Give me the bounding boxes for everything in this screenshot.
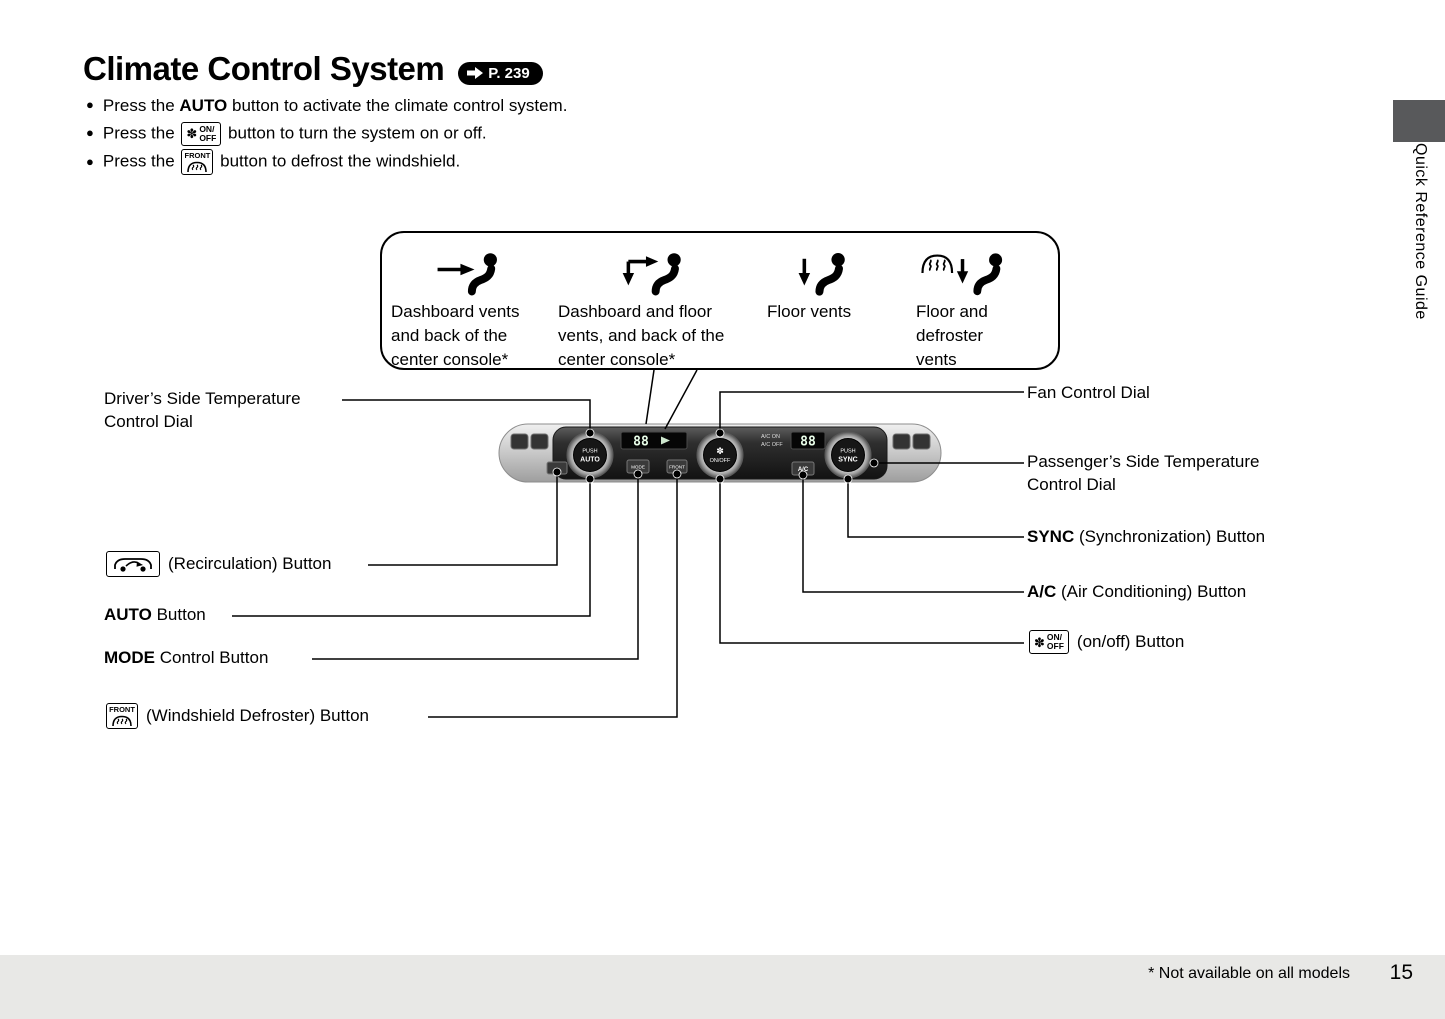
defrost-glyph bbox=[187, 161, 208, 172]
seat-heater-buttons-right bbox=[892, 433, 931, 450]
vent-mode-label: Dashboard and floor vents, and back of t… bbox=[558, 302, 725, 369]
svg-text:AUTO: AUTO bbox=[580, 457, 600, 464]
section-label: Quick Reference Guide bbox=[1412, 143, 1429, 320]
callout-driver-temp-dial: Driver’s Side Temperature Control Dial bbox=[104, 388, 349, 434]
driver-temp-dial: PUSH AUTO bbox=[566, 431, 614, 479]
callout-keyword: SYNC bbox=[1027, 527, 1075, 546]
callout-label: (Recirculation) Button bbox=[168, 553, 332, 573]
bullet-text: Press the FRONT button to defrost the wi… bbox=[103, 149, 460, 175]
fan-on-off-icon: ✽ ON/OFF bbox=[1029, 630, 1069, 654]
dashboard-vents-icon bbox=[391, 245, 551, 297]
passenger-temp-dial: PUSH SYNC bbox=[824, 431, 872, 479]
seat-heater-buttons-left bbox=[510, 433, 549, 450]
on-off-text: ON/OFF bbox=[1046, 632, 1064, 651]
bullet-icon: ● bbox=[86, 97, 94, 112]
page-reference-badge[interactable]: P. 239 bbox=[458, 61, 543, 85]
bullet-defrost: ● Press the FRONT button to defrost the … bbox=[86, 149, 567, 175]
svg-text:MODE: MODE bbox=[631, 465, 645, 470]
svg-text:A/C: A/C bbox=[798, 467, 809, 473]
callout-sync-button: SYNC (Synchronization) Button bbox=[1027, 526, 1265, 549]
page-number: 15 bbox=[1389, 961, 1413, 984]
vent-mode-label: Floor and defroster vents bbox=[916, 302, 988, 369]
fan-icon: ✽ bbox=[186, 126, 198, 141]
section-tab bbox=[1393, 100, 1445, 142]
fan-on-off-icon: ✽ON/OFF bbox=[181, 121, 222, 146]
fan-control-dial: ✽ ON/OFF bbox=[696, 431, 744, 479]
display-mode-indicator bbox=[661, 436, 670, 445]
page-title: Climate Control System bbox=[83, 50, 445, 87]
vent-mode-floor-defrost: Floor and defroster vents bbox=[916, 245, 1016, 371]
front-defroster-button: FRONT bbox=[666, 459, 688, 474]
callout-label: (Windshield Defroster) Button bbox=[146, 705, 369, 725]
page-reference-text: P. 239 bbox=[488, 64, 530, 82]
bullet-text: Press the AUTO button to activate the cl… bbox=[102, 95, 568, 115]
svg-text:A/C ON: A/C ON bbox=[761, 434, 780, 440]
vent-mode-legend: Dashboard vents and back of the center c… bbox=[380, 231, 1060, 370]
vent-mode-label: Floor vents bbox=[767, 302, 852, 321]
bullet-auto: ● Press the AUTO button to activate the … bbox=[86, 93, 567, 118]
callout-label: Button bbox=[151, 605, 206, 624]
vent-mode-dashboard: Dashboard vents and back of the center c… bbox=[391, 245, 551, 371]
floor-defroster-vents-icon bbox=[916, 245, 1016, 297]
driver-temp-display: 88 bbox=[620, 431, 688, 450]
mode-button: MODE bbox=[626, 459, 650, 474]
on-off-text: ON/OFF bbox=[199, 123, 217, 143]
bullet-onoff: ● Press the ✽ON/OFF button to turn the s… bbox=[86, 121, 567, 146]
intro-bullets: ● Press the AUTO button to activate the … bbox=[86, 93, 567, 178]
callout-keyword: A/C bbox=[1027, 582, 1057, 601]
bullet-icon: ● bbox=[86, 153, 94, 169]
callout-passenger-temp-dial: Passenger’s Side Temperature Control Dia… bbox=[1027, 451, 1307, 497]
callout-label: Passenger’s Side Temperature Control Dia… bbox=[1027, 452, 1260, 494]
footer-bar: * Not available on all models 15 bbox=[0, 955, 1445, 1019]
svg-text:SYNC: SYNC bbox=[838, 457, 857, 464]
svg-text:PUSH: PUSH bbox=[840, 449, 855, 455]
ac-button: A/C bbox=[791, 461, 815, 476]
svg-text:88: 88 bbox=[633, 435, 649, 450]
passenger-temp-display: 88 bbox=[790, 431, 826, 450]
floor-vents-icon bbox=[767, 245, 879, 297]
front-defroster-icon: FRONT bbox=[106, 703, 138, 729]
dashboard-floor-vents-icon bbox=[558, 245, 748, 297]
svg-text:PUSH: PUSH bbox=[582, 449, 597, 455]
svg-text:FRONT: FRONT bbox=[669, 465, 685, 470]
callout-label: (on/off) Button bbox=[1076, 631, 1185, 651]
vent-mode-dashboard-floor: Dashboard and floor vents, and back of t… bbox=[558, 245, 748, 371]
ac-status-text: A/C ON A/C OFF bbox=[761, 434, 783, 448]
callout-onoff-button: ✽ ON/OFF (on/off) Button bbox=[1027, 630, 1184, 654]
front-defroster-icon: FRONT bbox=[181, 149, 214, 175]
bullet-text: Press the ✽ON/OFF button to turn the sys… bbox=[103, 121, 487, 146]
callout-recirculation-button: (Recirculation) Button bbox=[104, 551, 331, 577]
callout-label: Control Button bbox=[155, 648, 269, 667]
callout-label: Driver’s Side Temperature Control Dial bbox=[104, 389, 301, 431]
callout-ac-button: A/C (Air Conditioning) Button bbox=[1027, 581, 1246, 604]
callout-auto-button: AUTO Button bbox=[104, 604, 206, 627]
recirculation-icon bbox=[106, 551, 160, 577]
footnote: * Not available on all models bbox=[1148, 965, 1350, 982]
recirculation-button bbox=[546, 461, 568, 475]
svg-text:A/C OFF: A/C OFF bbox=[761, 442, 783, 448]
fan-icon: ✽ bbox=[1034, 634, 1045, 650]
svg-text:✽: ✽ bbox=[716, 447, 724, 457]
callout-keyword: AUTO bbox=[104, 605, 152, 624]
title-row: Climate Control System P. 239 bbox=[83, 50, 543, 88]
vent-mode-floor: Floor vents bbox=[767, 245, 879, 324]
callout-label: (Synchronization) Button bbox=[1074, 527, 1266, 546]
callout-keyword: MODE bbox=[104, 648, 155, 667]
svg-text:ON/OFF: ON/OFF bbox=[710, 458, 731, 464]
arrow-icon bbox=[467, 67, 484, 79]
bullet-icon: ● bbox=[86, 125, 94, 140]
callout-label: Fan Control Dial bbox=[1027, 383, 1150, 402]
callout-label: (Air Conditioning) Button bbox=[1056, 582, 1247, 601]
callout-fan-dial: Fan Control Dial bbox=[1027, 382, 1150, 405]
climate-control-panel: PUSH AUTO 88 MODE FRONT ✽ ON/OFF A/C ON … bbox=[498, 423, 942, 483]
callout-windshield-defroster-button: FRONT (Windshield Defroster) Button bbox=[104, 703, 369, 729]
vent-mode-label: Dashboard vents and back of the center c… bbox=[391, 302, 520, 369]
svg-text:88: 88 bbox=[800, 435, 816, 450]
callout-mode-button: MODE Control Button bbox=[104, 647, 268, 670]
